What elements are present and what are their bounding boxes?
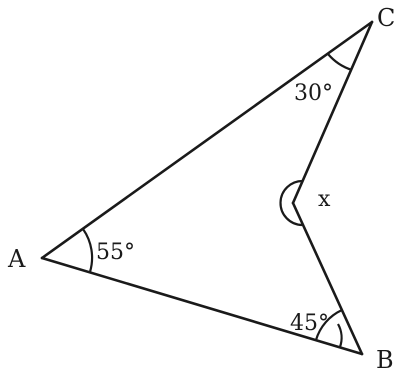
vertex-label-b: B [376,346,394,371]
vertex-label-c: C [377,4,395,32]
angle-label-a: 55° [96,240,135,265]
angle-arc-x [279,179,304,227]
angle-arc-b-inner [337,323,343,348]
edge-d-b [291,201,364,356]
angle-arc-c [327,53,353,72]
angle-arc-a [82,228,94,273]
angle-label-c: 30° [294,81,333,106]
vertex-label-a: A [7,245,26,273]
edge-a-b [40,256,364,356]
angle-label-x: x [318,187,331,212]
edge-c-d [291,20,374,205]
edge-a-c [40,20,374,260]
angle-arc-b [314,309,343,341]
angle-label-b: 45° [290,311,329,336]
